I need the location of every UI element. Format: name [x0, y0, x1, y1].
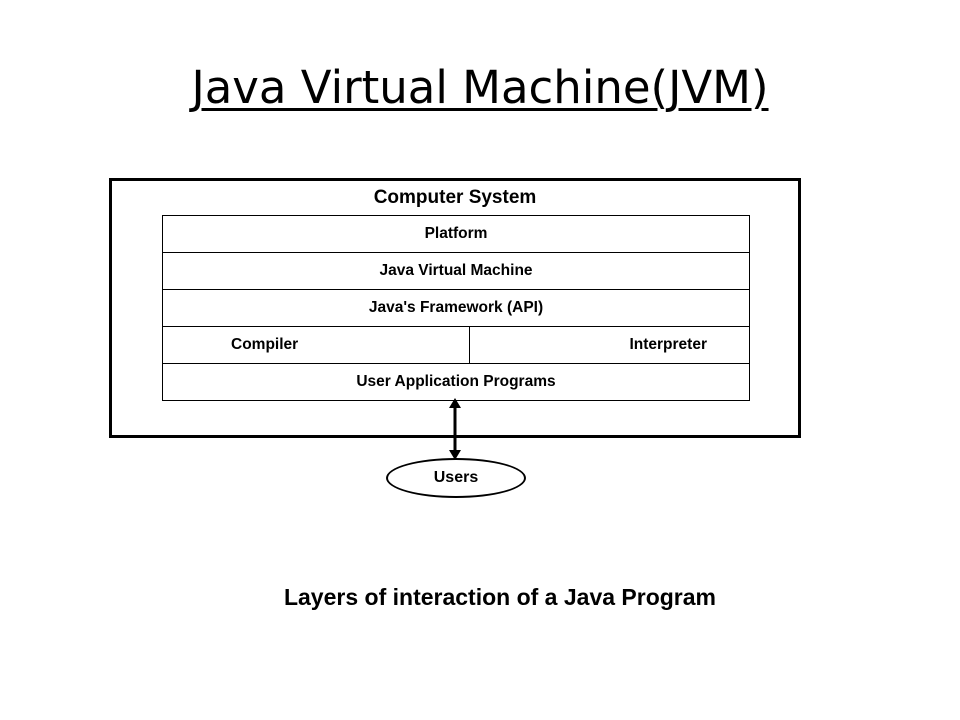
layer-stack: Platform Java Virtual Machine Java's Fra… — [162, 215, 750, 401]
layer-compiler-interpreter: Compiler Interpreter — [163, 327, 749, 364]
computer-system-label: Computer System — [373, 187, 537, 208]
layer-interpreter: Interpreter — [629, 336, 707, 353]
layer-jvm: Java Virtual Machine — [163, 253, 749, 290]
diagram-caption: Layers of interaction of a Java Program — [283, 584, 717, 610]
double-arrow-icon — [449, 398, 461, 460]
users-node: Users — [386, 458, 526, 498]
users-label: Users — [433, 469, 479, 486]
layer-compiler: Compiler — [163, 327, 470, 363]
computer-system-box: Computer System Platform Java Virtual Ma… — [109, 178, 801, 438]
slide-title: Java Virtual Machine(JVM) — [0, 58, 960, 118]
layer-user-apps: User Application Programs — [163, 364, 749, 401]
slide-title-text: Java Virtual Machine(JVM) — [191, 61, 769, 114]
layer-api: Java's Framework (API) — [163, 290, 749, 327]
layer-platform: Platform — [163, 216, 749, 253]
